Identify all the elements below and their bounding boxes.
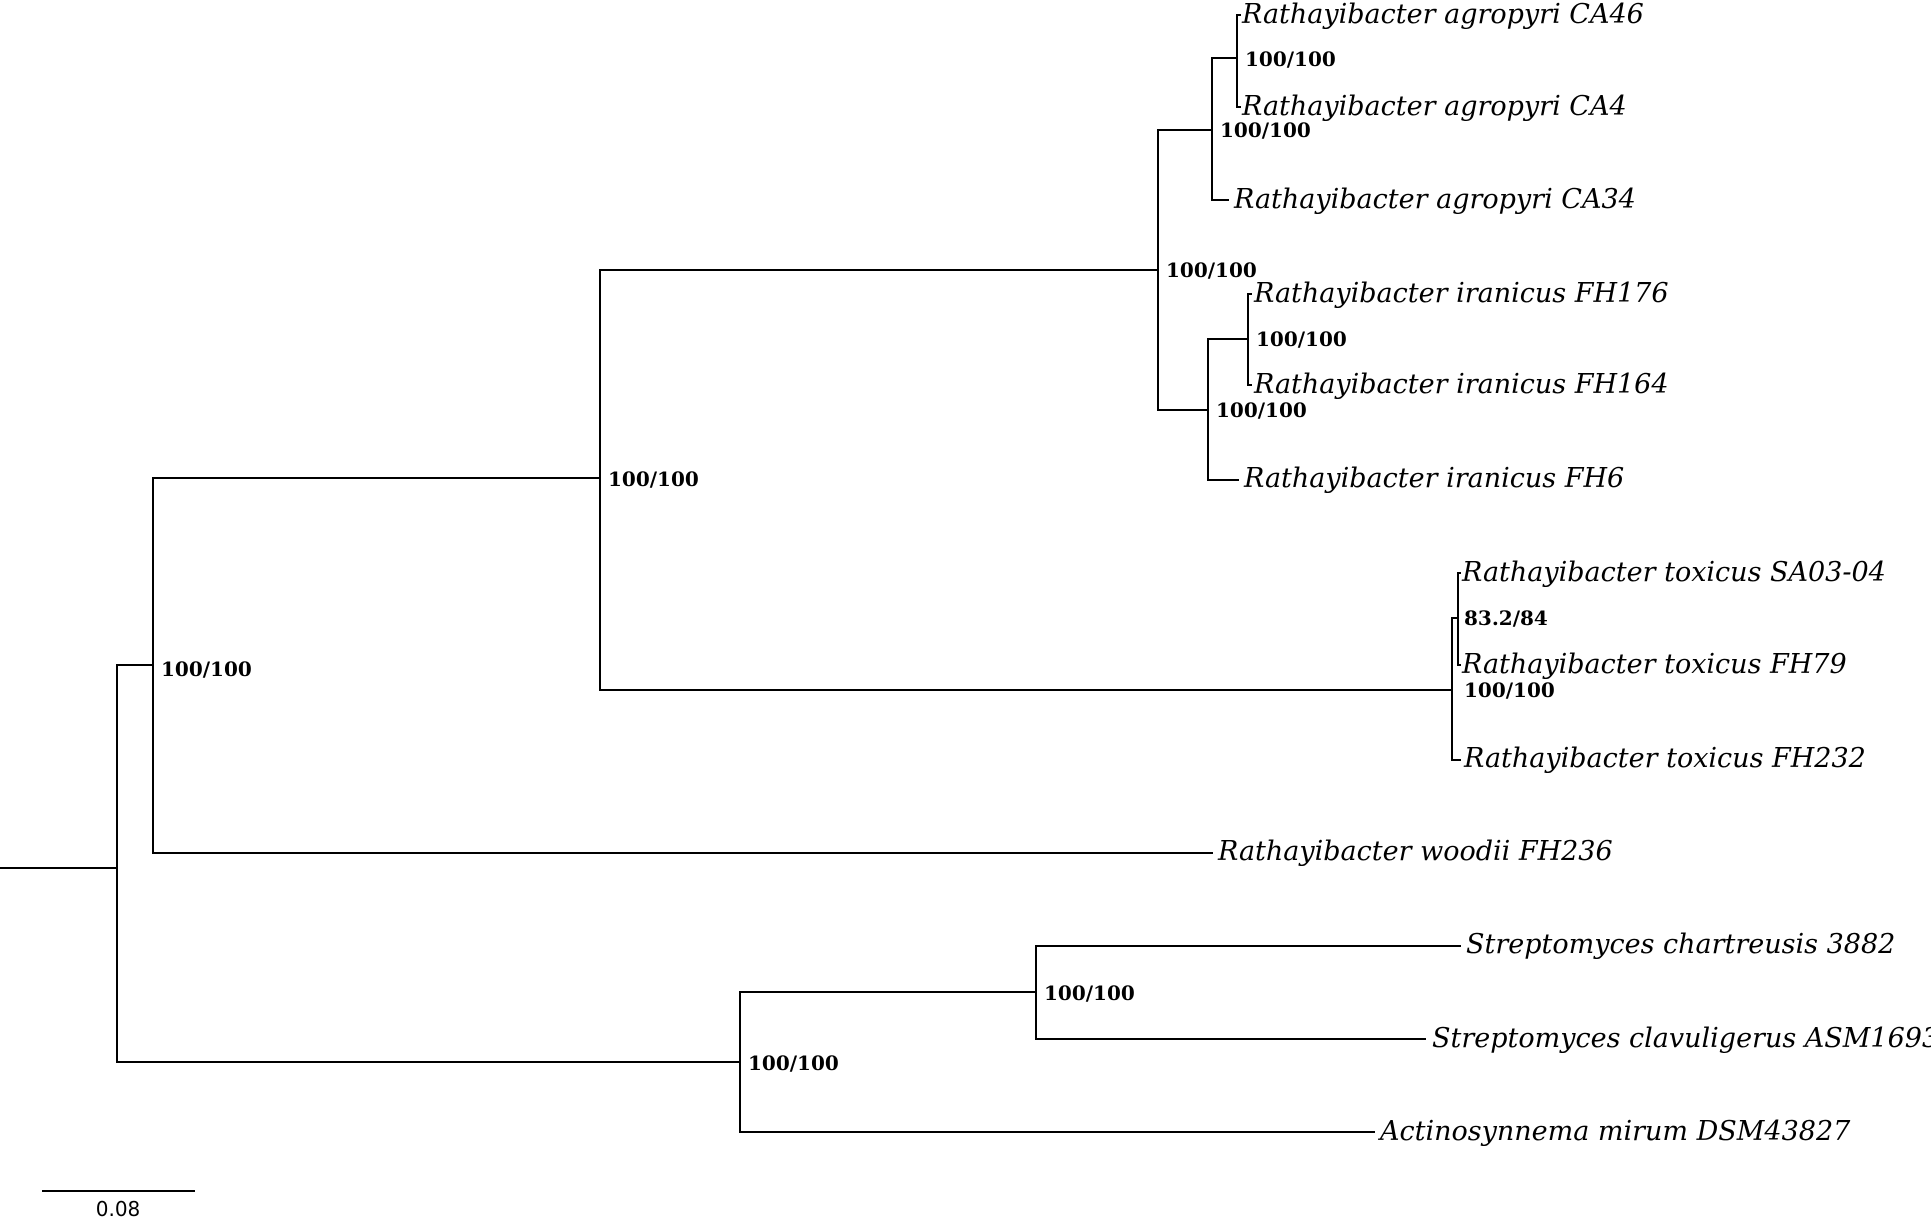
support-toxicus-clade: 100/100 xyxy=(1464,678,1555,702)
support-rathayibacter-all: 100/100 xyxy=(161,657,252,681)
taxon-label-iranicus-fh6: Rathayibacter iranicus FH6 xyxy=(1243,463,1624,494)
taxon-label-streptomyces-chartreusis: Streptomyces chartreusis 3882 xyxy=(1466,929,1895,960)
support-toxicus-sa03-fh79: 83.2/84 xyxy=(1464,606,1548,630)
support-agropyri-ca46-ca4: 100/100 xyxy=(1245,47,1336,71)
taxon-label-iranicus-fh176: Rathayibacter iranicus FH176 xyxy=(1253,278,1669,309)
taxon-label-actinosynnema-mirum: Actinosynnema mirum DSM43827 xyxy=(1377,1116,1851,1147)
taxon-label-agropyri-ca34: Rathayibacter agropyri CA34 xyxy=(1233,184,1636,215)
support-outgroup: 100/100 xyxy=(748,1051,839,1075)
taxon-label-agropyri-ca4: Rathayibacter agropyri CA4 xyxy=(1241,91,1627,122)
support-iranicus-fh176-fh164: 100/100 xyxy=(1256,327,1347,351)
support-agropyri-iranicus: 100/100 xyxy=(1166,258,1257,282)
taxon-label-agropyri-ca46: Rathayibacter agropyri CA46 xyxy=(1241,0,1644,30)
support-iranicus-clade: 100/100 xyxy=(1216,398,1307,422)
scale-bar-label: 0.08 xyxy=(96,1197,141,1220)
support-streptomyces: 100/100 xyxy=(1044,981,1135,1005)
taxon-label-toxicus-fh79: Rathayibacter toxicus FH79 xyxy=(1461,649,1847,680)
support-agropyri-clade: 100/100 xyxy=(1220,118,1311,142)
tree-branches xyxy=(0,14,1461,1133)
support-rathayibacter-core: 100/100 xyxy=(608,467,699,491)
taxon-label-toxicus-sa03-04: Rathayibacter toxicus SA03-04 xyxy=(1461,557,1886,588)
taxon-label-streptomyces-clavuligerus: Streptomyces clavuligerus ASM169367v1 xyxy=(1432,1023,1931,1054)
taxon-label-iranicus-fh164: Rathayibacter iranicus FH164 xyxy=(1253,369,1669,400)
taxon-label-woodii-fh236: Rathayibacter woodii FH236 xyxy=(1217,836,1613,867)
taxon-label-toxicus-fh232: Rathayibacter toxicus FH232 xyxy=(1463,743,1866,774)
